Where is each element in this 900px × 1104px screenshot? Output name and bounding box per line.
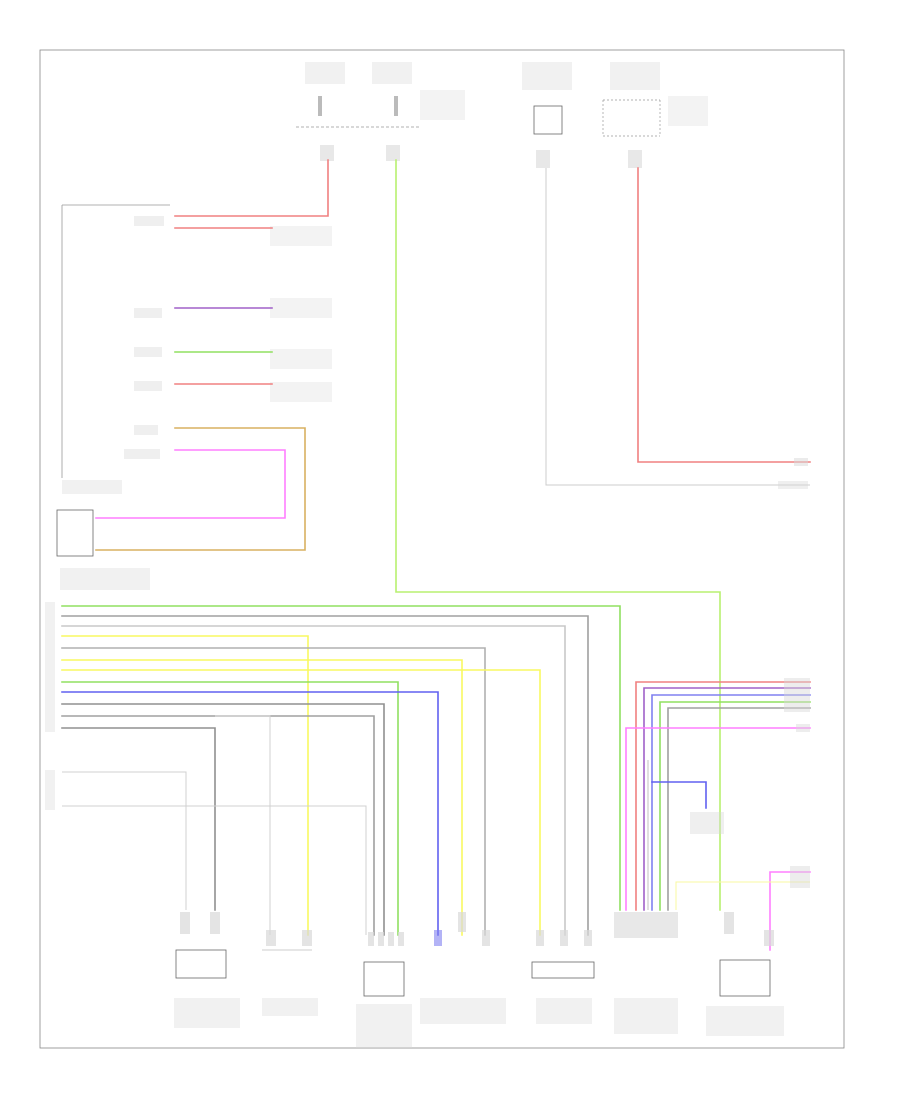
bus-gray-6	[61, 727, 216, 911]
ground-point-label	[690, 812, 724, 834]
bus-yellow-3	[61, 669, 541, 936]
bus-yellow-1	[61, 635, 309, 936]
bus-gray-3	[61, 647, 486, 936]
bottom-right-terminal-labels	[790, 866, 810, 888]
sensor-second	[262, 930, 318, 1016]
wire-tan-loop	[95, 427, 306, 551]
wire-pink-loop	[95, 449, 286, 519]
bus-lightgray-1	[62, 771, 187, 910]
sensor-fourth	[420, 912, 506, 1024]
pink-terminal-label	[796, 724, 810, 732]
right-bus-blue	[651, 694, 811, 911]
sensor-left	[174, 912, 240, 1028]
bus-gray-5	[61, 715, 375, 936]
top-relay-box-2	[602, 62, 708, 168]
wire-red-top-left	[174, 159, 329, 217]
right-bus-gray	[667, 707, 811, 911]
right-terminal-labels	[784, 678, 810, 712]
wire-lightgreen-long	[395, 159, 721, 911]
bus-green-1	[61, 605, 621, 911]
bus-lightgray-3	[215, 715, 271, 935]
bus-green-2	[61, 681, 399, 936]
top-relay-box-1	[522, 62, 572, 168]
right-bus-red	[635, 681, 811, 911]
right-bus-violet	[643, 687, 811, 911]
module-right-connector	[614, 912, 678, 1034]
gray-terminal-label	[778, 481, 808, 489]
bus-gray-2	[61, 625, 566, 936]
left-connector-block	[61, 204, 332, 494]
wire-yellow-right-module	[675, 881, 810, 910]
sensor-third	[356, 932, 412, 1048]
wire-gray-relay1	[545, 168, 810, 486]
bus-lightgray-2	[62, 805, 367, 935]
harness-connector-list	[45, 602, 55, 810]
bus-gray-1	[61, 615, 589, 936]
right-bus-pink	[625, 727, 811, 911]
right-ground-blue	[651, 781, 707, 809]
sensor-right	[706, 912, 784, 1036]
wire-pink-right-module	[769, 871, 811, 951]
wire-red-relay2	[637, 167, 811, 463]
right-bus-green	[659, 701, 811, 911]
top-fuse-block-left	[296, 62, 465, 161]
red-terminal-label	[794, 458, 808, 466]
bus-yellow-2	[61, 659, 463, 936]
control-module-left	[56, 509, 150, 590]
diagram-border	[39, 49, 845, 1049]
bus-blue	[61, 691, 439, 936]
bus-gray-4	[61, 703, 385, 936]
sensor-fifth	[531, 930, 595, 1024]
